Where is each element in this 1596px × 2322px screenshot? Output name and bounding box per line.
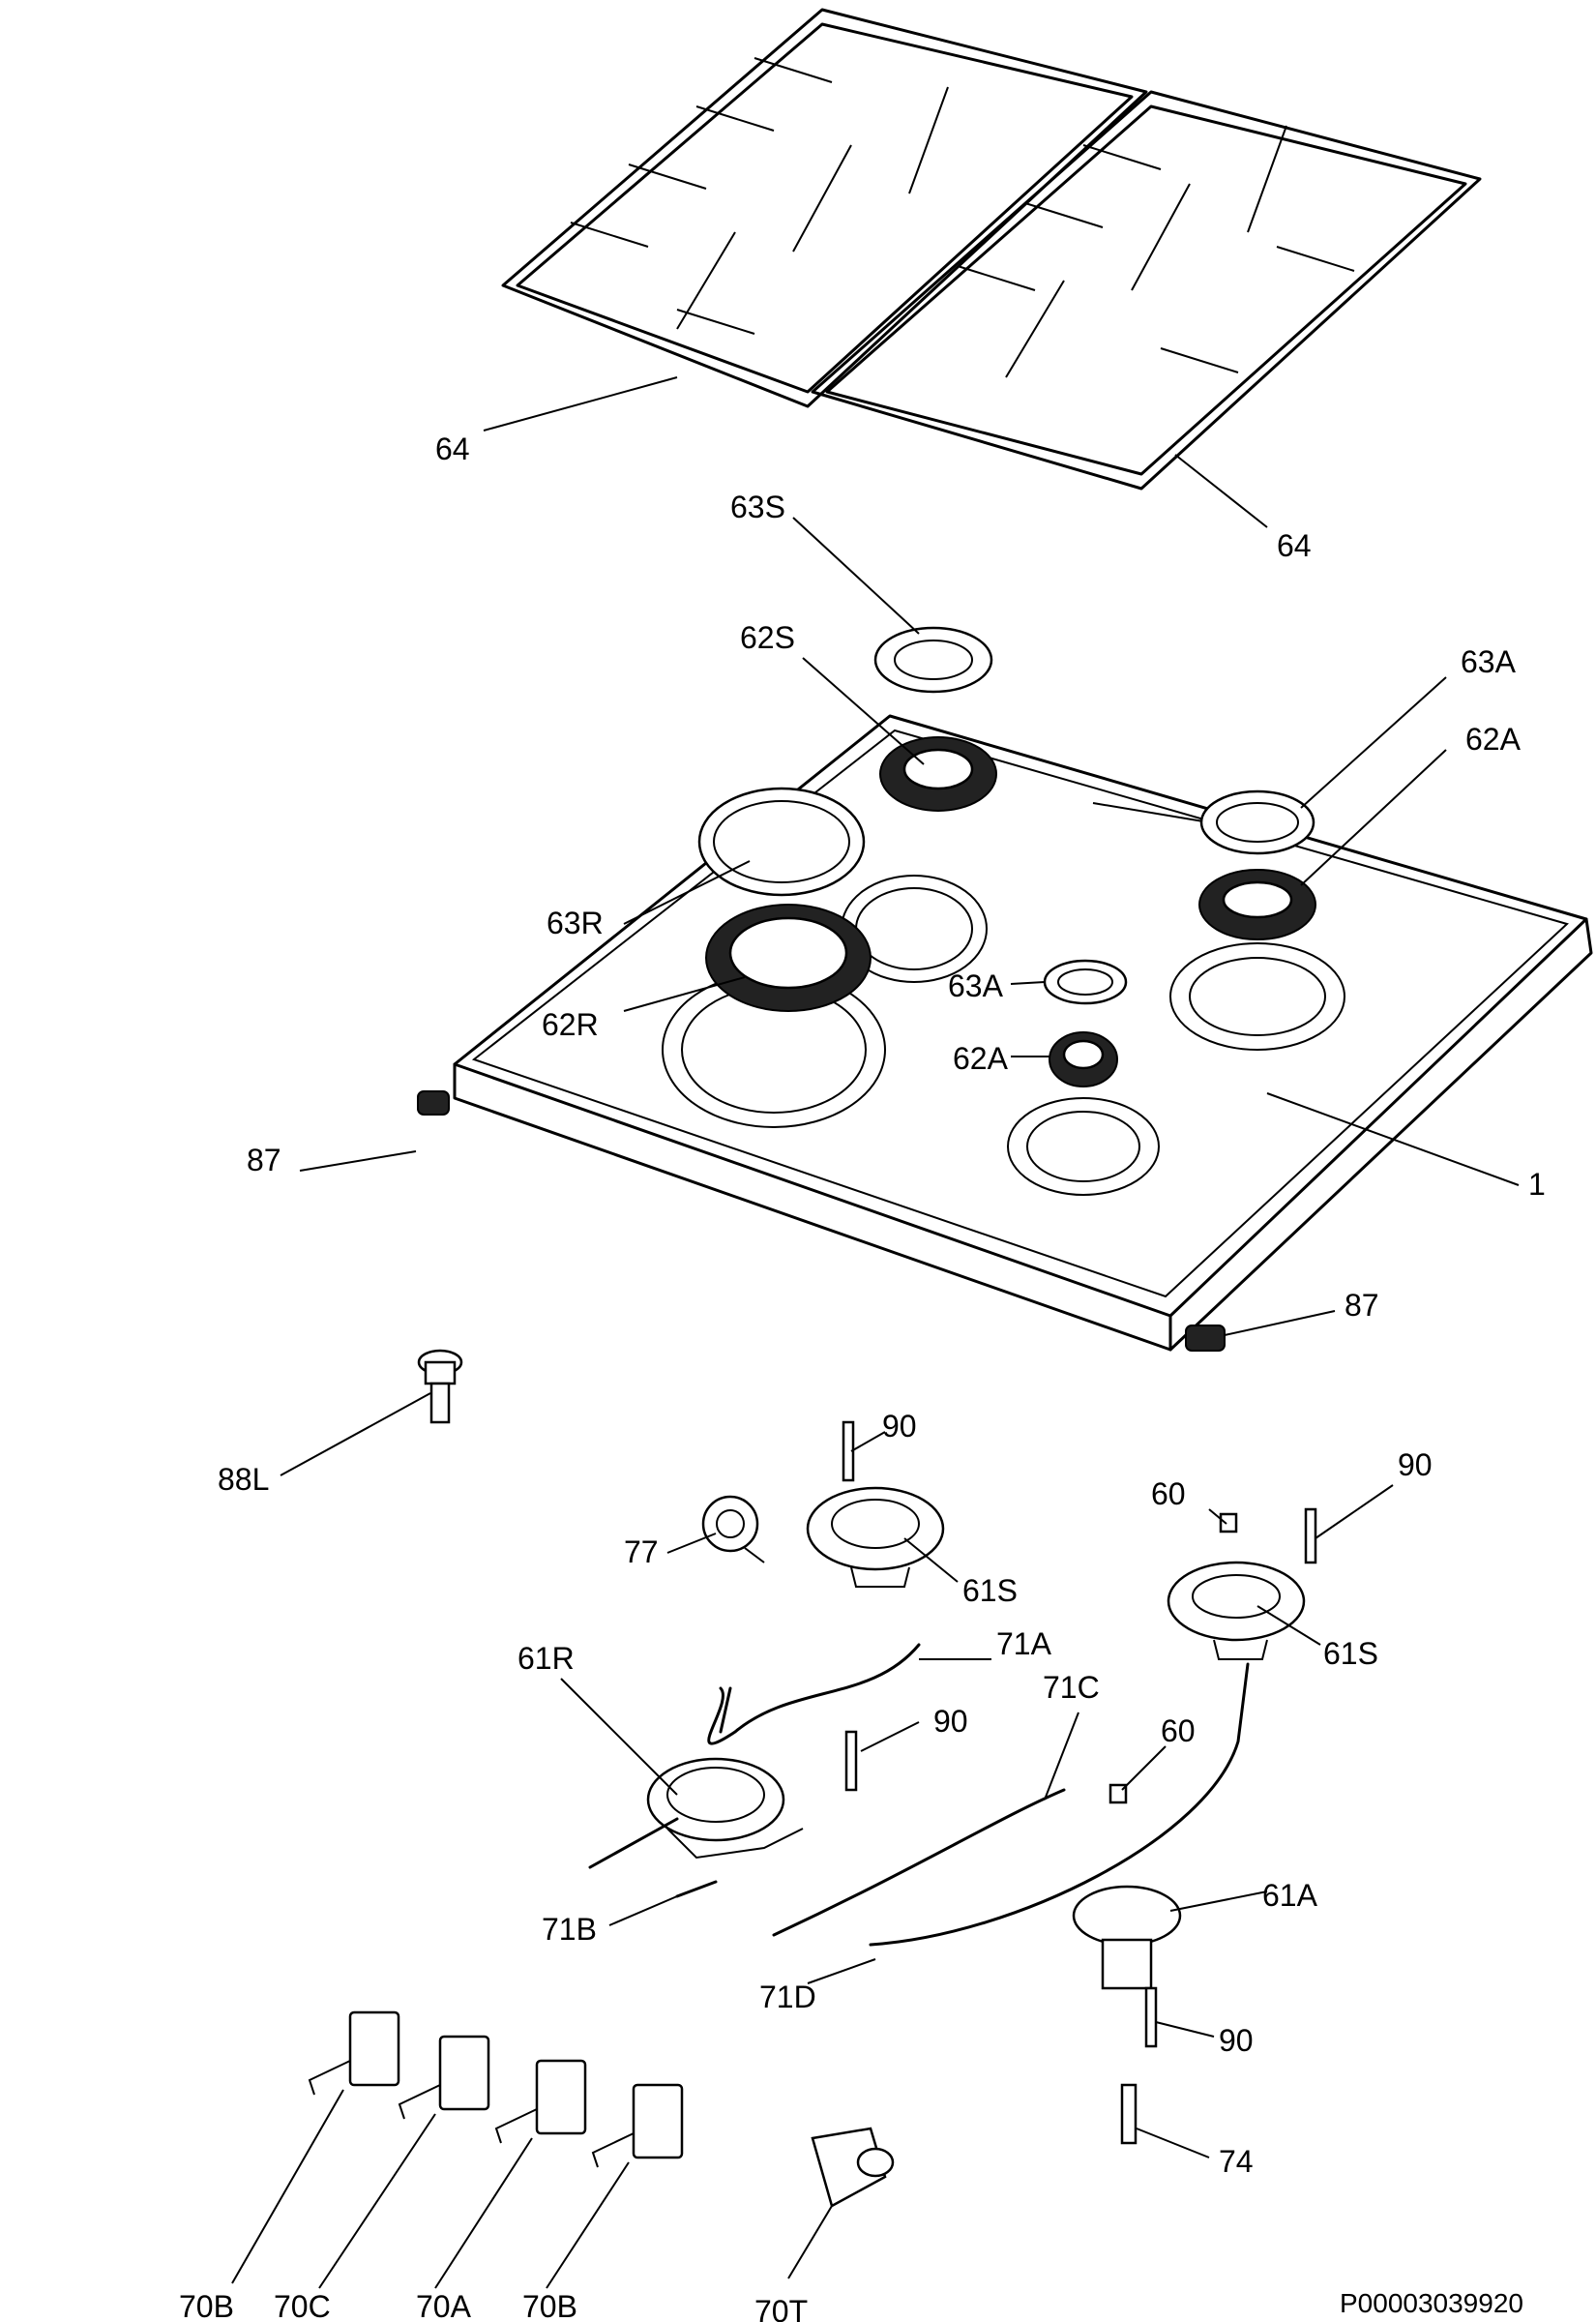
- pan-support-right: [811, 90, 1482, 491]
- bracket-74: [1120, 2083, 1138, 2145]
- label-64-left: 64: [435, 432, 470, 466]
- label-90-b: 90: [1398, 1447, 1433, 1482]
- label-61a: 61A: [1262, 1878, 1318, 1913]
- label-70c: 70C: [274, 2289, 331, 2322]
- label-90-d: 90: [1219, 2023, 1254, 2058]
- label-63a-mid: 63A: [948, 968, 1004, 1003]
- label-87-right: 87: [1345, 1288, 1379, 1323]
- gas-pipe-71c: [772, 1788, 1066, 1937]
- gas-valve-70t: [811, 2127, 895, 2208]
- label-61r: 61R: [517, 1641, 575, 1676]
- label-71d: 71D: [759, 1980, 816, 2014]
- foot-87-left: [417, 1090, 450, 1116]
- label-70t: 70T: [754, 2294, 808, 2322]
- label-62r: 62R: [542, 1007, 599, 1042]
- label-63a-top: 63A: [1461, 644, 1517, 679]
- burner-cap-63a-mid: [1043, 959, 1128, 1005]
- leader-lines: [231, 376, 1520, 2289]
- label-62a-top: 62A: [1465, 722, 1522, 757]
- gas-tap-70b-1: [308, 2010, 400, 2096]
- label-77: 77: [624, 1534, 659, 1569]
- thermocouple-90-d: [1144, 1986, 1158, 2048]
- gas-pipe-71d: [869, 1662, 1250, 1947]
- burner-crown-62a-top: [1198, 869, 1316, 940]
- burner-body-61s-right: [1167, 1561, 1306, 1660]
- thermocouple-90-b: [1304, 1507, 1317, 1564]
- burner-body-61a: [1072, 1885, 1182, 1990]
- label-70a: 70A: [416, 2289, 472, 2322]
- label-64-right: 64: [1277, 528, 1312, 563]
- label-74: 74: [1219, 2144, 1254, 2179]
- label-88l: 88L: [218, 1462, 269, 1497]
- label-90-a: 90: [882, 1409, 917, 1444]
- label-70b-1: 70B: [179, 2289, 234, 2322]
- burner-body-61r: [646, 1757, 804, 1860]
- label-90-c: 90: [933, 1704, 968, 1739]
- burner-body-61s-left: [806, 1486, 945, 1588]
- burner-crown-62a-mid: [1049, 1031, 1118, 1087]
- thermocouple-90-c: [844, 1730, 858, 1792]
- label-71a: 71A: [996, 1626, 1052, 1661]
- burner-cap-63s: [873, 626, 993, 694]
- label-87-left: 87: [247, 1143, 281, 1177]
- gas-pipe-71b-end: [675, 1880, 718, 1898]
- burner-crown-62r: [705, 904, 872, 1012]
- gas-connector-88l: [417, 1349, 463, 1424]
- label-60-b: 60: [1161, 1713, 1196, 1748]
- label-61s-left: 61S: [962, 1573, 1018, 1608]
- label-62s: 62S: [740, 620, 795, 655]
- label-71c: 71C: [1043, 1670, 1100, 1705]
- burner-cap-63a-top: [1199, 789, 1315, 855]
- pan-support-left: [501, 8, 1148, 408]
- label-60-a: 60: [1151, 1476, 1186, 1511]
- label-62a-mid: 62A: [953, 1041, 1009, 1076]
- drawing-reference: P00003039920: [1340, 2288, 1523, 2318]
- gas-tap-70b-2: [591, 2083, 684, 2168]
- gas-tap-70a: [494, 2059, 587, 2144]
- gas-pipe-71b: [588, 1817, 679, 1869]
- burner-cap-63r: [697, 787, 866, 897]
- burner-crown-62s: [879, 736, 997, 812]
- gas-tap-70c: [398, 2035, 490, 2120]
- label-63r: 63R: [547, 906, 604, 940]
- label-70b-2: 70B: [522, 2289, 577, 2322]
- gas-pipe-71a: [707, 1643, 921, 1745]
- label-71b: 71B: [542, 1912, 597, 1947]
- foot-87-right: [1185, 1325, 1226, 1352]
- label-63s: 63S: [730, 490, 785, 524]
- label-61s-right: 61S: [1323, 1636, 1378, 1671]
- elbow-77: [701, 1495, 765, 1563]
- hob-top-plate: [453, 714, 1593, 1352]
- injector-60-a: [1219, 1512, 1238, 1533]
- label-1: 1: [1528, 1167, 1546, 1202]
